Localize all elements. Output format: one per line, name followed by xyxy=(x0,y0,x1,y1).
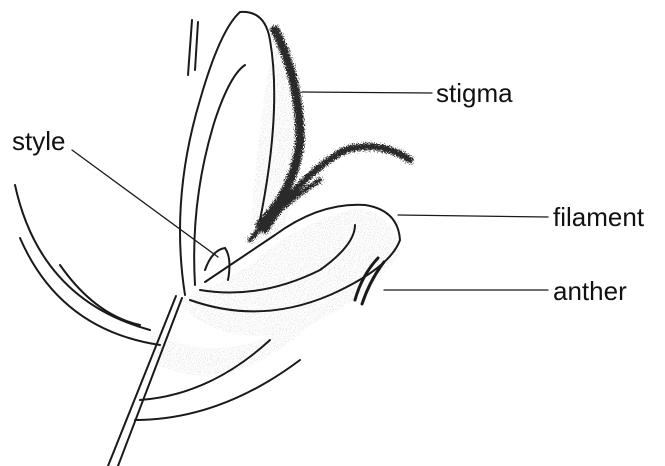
leader-stigma xyxy=(302,92,432,93)
lower-glume-3 xyxy=(60,265,140,325)
leader-filament xyxy=(398,215,548,217)
glume-tip-2 xyxy=(195,22,198,70)
lower-glume-2 xyxy=(20,238,160,345)
style-base xyxy=(205,248,229,280)
label-style: style xyxy=(12,128,65,154)
outer-glume-inner xyxy=(194,65,245,285)
rachilla-stalk-2 xyxy=(108,296,176,466)
lower-glume-1 xyxy=(15,185,150,330)
leader-style xyxy=(72,150,218,257)
label-stigma: stigma xyxy=(436,80,513,106)
label-anther: anther xyxy=(553,278,627,304)
glume-tip xyxy=(188,20,192,75)
label-filament: filament xyxy=(553,204,644,230)
